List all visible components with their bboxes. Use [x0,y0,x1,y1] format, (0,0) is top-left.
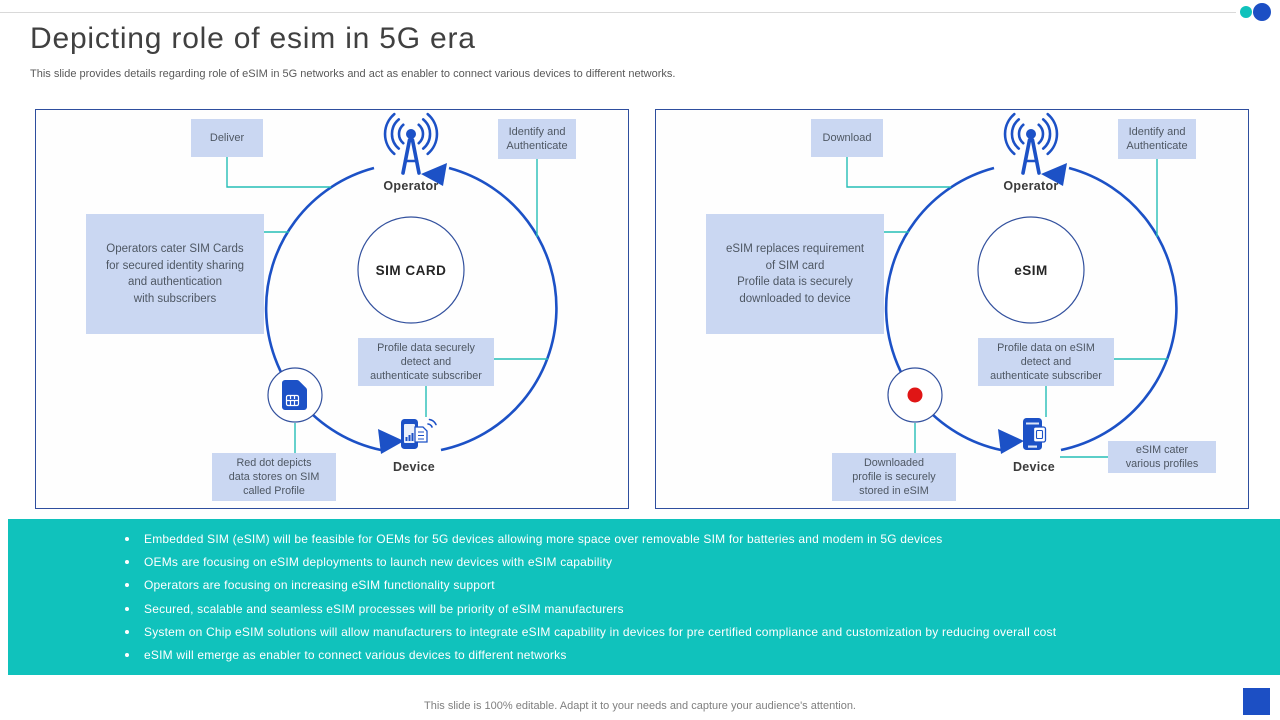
page-title: Depicting role of esim in 5G era [30,22,476,55]
bullet-text: OEMs are focusing on eSIM deployments to… [144,555,613,570]
bullet-icon [125,560,129,565]
key-points-panel: Embedded SIM (eSIM) will be feasible for… [8,519,1280,675]
blue-accent-dot [1253,3,1271,21]
profile-data-box: Profile data securely detect and authent… [358,338,494,386]
download-label-box: Download [811,119,883,157]
cell-tower-icon [1003,112,1059,175]
esim-cater-box: eSIM cater various profiles [1108,441,1216,473]
sim-flow-diagram [226,112,558,454]
bullet-text: Secured, scalable and seamless eSIM proc… [144,601,624,616]
hub-circle [357,216,465,324]
flow-arrow-to-device-icon [378,429,404,454]
list-item: eSIM will emerge as enabler to connect v… [8,648,1280,662]
list-item: Embedded SIM (eSIM) will be feasible for… [8,532,1280,546]
red-dot-icon [907,387,923,403]
flow-arc-left [264,166,382,452]
red-dot-description-box: Red dot depicts data stores on SIM calle… [212,453,336,501]
downloaded-profile-box: Downloaded profile is securely stored in… [832,453,956,501]
device-label: Device [1012,460,1056,474]
esim-panel: Download Identify and Authenticate eSIM … [655,109,1249,509]
esim-flow-diagram [846,112,1178,458]
identify-authenticate-box: Identify and Authenticate [498,119,576,159]
smartphone-esim-icon [1023,418,1047,450]
operator-label: Operator [1003,179,1059,193]
flow-arc-right [1060,166,1178,452]
header-rule [0,12,1236,13]
flow-arrow-to-operator-icon [1041,163,1067,186]
corner-accent-square [1243,688,1270,715]
bullet-text: Embedded SIM (eSIM) will be feasible for… [144,532,943,547]
bullet-icon [125,537,129,542]
editable-note: This slide is 100% editable. Adapt it to… [424,700,856,712]
list-item: Operators are focusing on increasing eSI… [8,578,1280,592]
cell-tower-icon [383,112,439,175]
smartphone-sim-icon [401,418,437,449]
list-item: Secured, scalable and seamless eSIM proc… [8,602,1280,616]
teal-accent-dot [1240,6,1252,18]
bullet-icon [125,583,129,588]
hub-label: SIM CARD [375,263,447,278]
bullet-text: eSIM will emerge as enabler to connect v… [144,647,567,662]
flow-arrow-to-device-icon [998,429,1024,454]
operators-description-box: Operators cater SIM Cards for secured id… [86,214,264,334]
hub-label: eSIM [1014,263,1048,278]
deliver-label-box: Deliver [191,119,263,157]
operator-label: Operator [383,179,439,193]
flow-arc-right [440,166,558,452]
profile-data-box: Profile data on eSIM detect and authenti… [978,338,1114,386]
device-label: Device [392,460,436,474]
sim-card-icon [282,380,307,410]
flow-arrow-to-operator-icon [421,163,447,186]
connector-lines [226,157,548,453]
sim-panel: Deliver Identify and Authenticate Operat… [35,109,629,509]
connector-lines [846,157,1168,458]
page-subtitle: This slide provides details regarding ro… [30,68,676,80]
flow-arc-left [884,166,1002,452]
esim-description-box: eSIM replaces requirement of SIM card Pr… [706,214,884,334]
list-item: OEMs are focusing on eSIM deployments to… [8,555,1280,569]
hub-circle [977,216,1085,324]
list-item: System on Chip eSIM solutions will allow… [8,625,1280,639]
bullet-icon [125,606,129,611]
bullet-icon [125,629,129,634]
bullet-text: System on Chip eSIM solutions will allow… [144,624,1057,639]
bullet-text: Operators are focusing on increasing eSI… [144,578,495,593]
identify-authenticate-box: Identify and Authenticate [1118,119,1196,159]
bullet-icon [125,652,129,657]
